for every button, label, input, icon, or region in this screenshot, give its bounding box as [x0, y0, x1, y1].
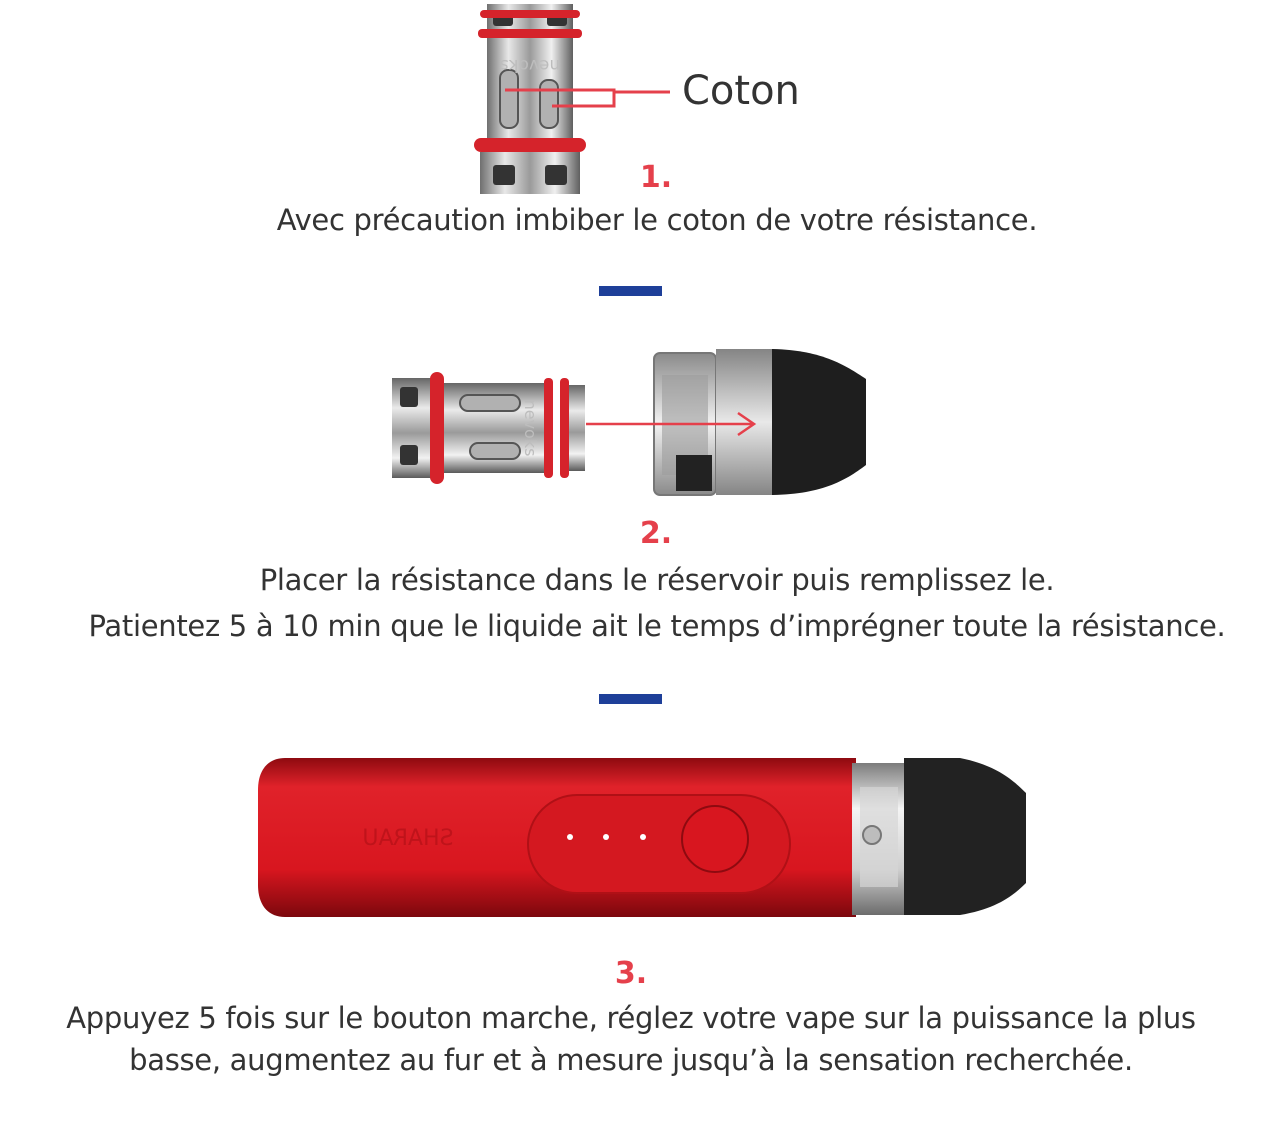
separator-1	[599, 286, 662, 296]
step-2-line-1: Placer la résistance dans le réservoir p…	[259, 563, 1055, 597]
step-3-number: 3.	[614, 956, 648, 991]
step-3-line-1: Appuyez 5 fois sur le bouton marche, rég…	[66, 1001, 1196, 1035]
coil-into-tank-icon: nevoks	[392, 349, 866, 496]
separator-2	[599, 694, 662, 704]
step-1-text: Avec précaution imbiber le coton de votr…	[276, 203, 1038, 237]
coil-with-cotton-icon: nevoks	[474, 4, 670, 194]
coil-brand-text: nevoks	[500, 55, 561, 75]
pod-device-icon: SHARAU	[258, 758, 1026, 917]
step-2-number: 2.	[639, 516, 673, 551]
step-2-line-2: Patientez 5 à 10 min que le liquide ait …	[88, 609, 1226, 643]
step-1-number: 1.	[639, 160, 673, 195]
device-brand-text: SHARAU	[362, 826, 453, 851]
step-3-line-2: basse, augmentez au fur et à mesure jusq…	[129, 1043, 1133, 1077]
cotton-callout-label: Coton	[682, 68, 800, 114]
coil-brand-text-2: nevoks	[521, 400, 540, 457]
